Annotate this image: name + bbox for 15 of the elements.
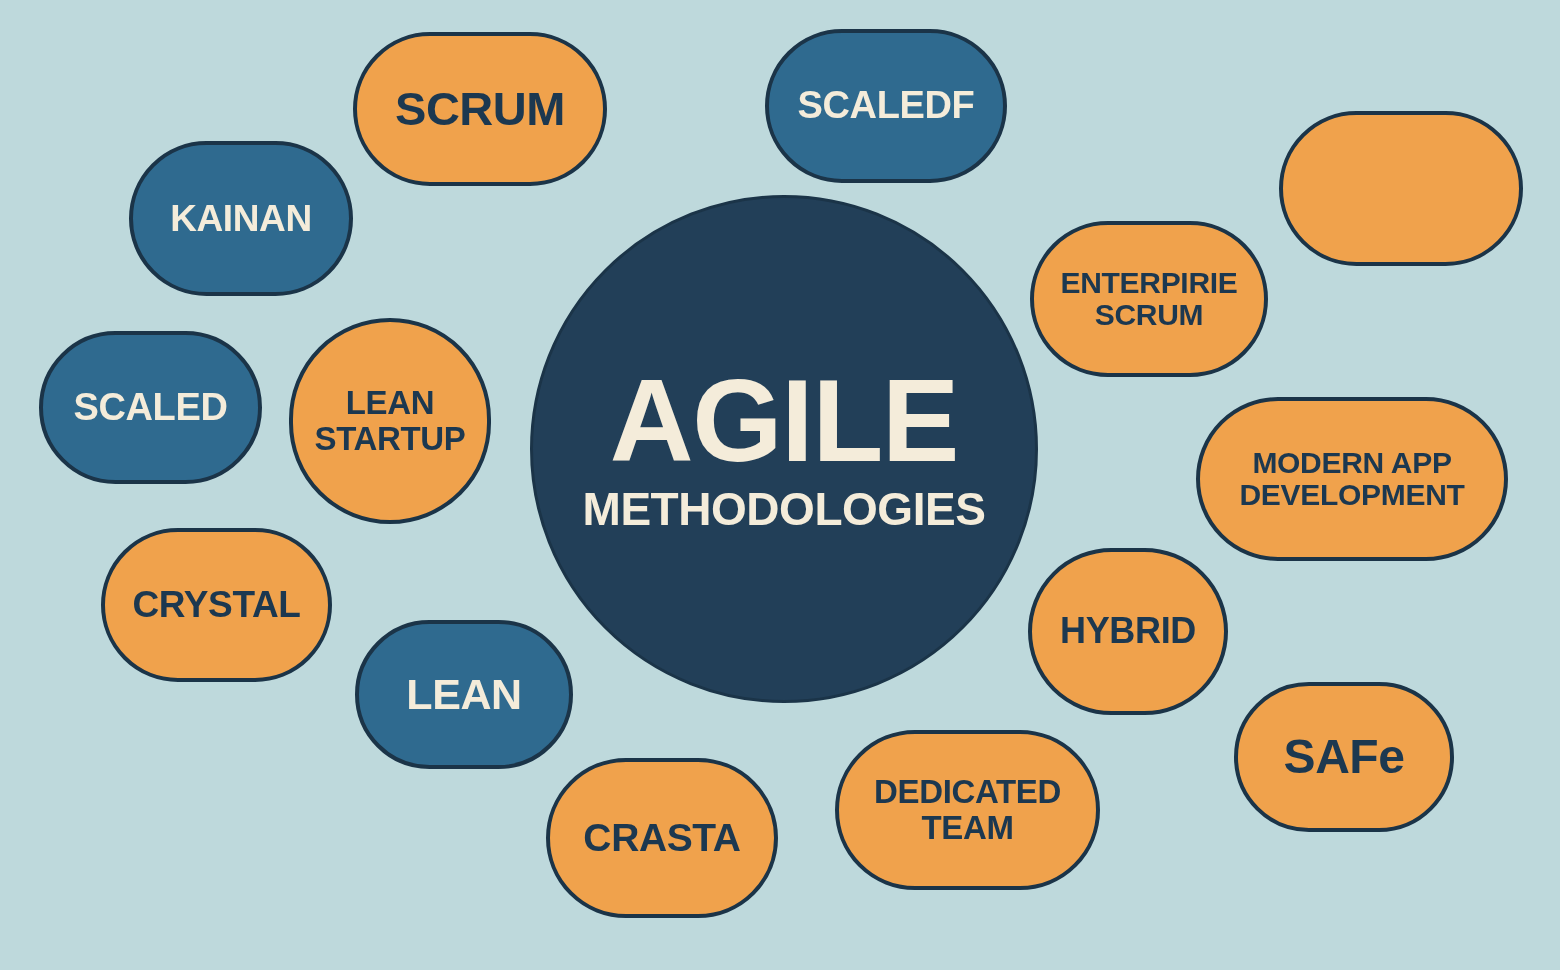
method-label: KAINAN (170, 198, 312, 239)
method-label: HYBRID (1060, 612, 1196, 651)
method-label: SCALEDF (797, 85, 975, 127)
method-label: ENTERPIRIE SCRUM (1059, 266, 1239, 332)
method-label: CRASTA (583, 816, 741, 860)
method-label: LEAN STARTUP (313, 385, 467, 457)
hub-subtitle: METHODOLOGIES (582, 485, 986, 535)
method-label: SCRUM (395, 83, 565, 135)
hub-title: AGILE (609, 363, 959, 480)
method-label: LEAN (406, 671, 522, 718)
method-label: CRYSTAL (132, 585, 301, 625)
method-label: SCALED (73, 387, 228, 428)
method-label: SAFe (1283, 731, 1405, 783)
method-label: DEDICATED TEAM (872, 774, 1063, 846)
method-label: MODERN APP DEVELOPMENT (1238, 446, 1466, 512)
